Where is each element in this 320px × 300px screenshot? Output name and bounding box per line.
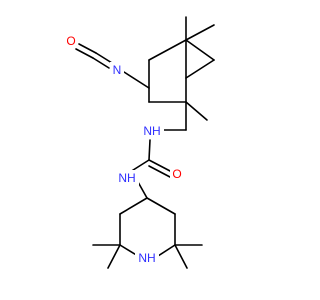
bond-methyl-top-right: [185, 24, 215, 41]
bond-methyl-quaternary: [185, 101, 208, 121]
bond-pip-c5-c4: [146, 197, 176, 215]
atom-o-urea: O: [172, 167, 181, 181]
atom-o-isocyanate: O: [66, 34, 75, 48]
atom-n-isocyanate: N: [113, 63, 122, 77]
atom-labels: O N NH O NH NH: [64, 34, 184, 266]
bond-n-ring: [123, 71, 150, 89]
bond-c-o-urea-a: [148, 159, 173, 173]
bond-nh-c-urea: [148, 139, 151, 161]
bond-methyl-pip-right-b: [174, 244, 188, 269]
molecule-diagram: O N NH O NH NH: [64, 16, 215, 269]
bond-o-c-isocyanate-a: [78, 43, 97, 54]
bond-methyl-pip-left-b: [107, 244, 121, 269]
bond-c-o-urea-b: [148, 165, 171, 178]
bonds: [75, 16, 215, 269]
atom-nh-lower: NH: [118, 171, 135, 185]
bond-o-c-isocyanate-b: [75, 48, 94, 59]
atom-nh-upper: NH: [143, 124, 160, 138]
molecule-svg: O N NH O NH NH: [64, 16, 215, 269]
bond-c-n-isocyanate-a: [95, 52, 113, 64]
bond-pip-c4-c3: [119, 197, 148, 215]
bond-nh-pip-c4: [137, 181, 148, 199]
bond-ring-c2-c3: [148, 39, 187, 61]
bond-pip-n-c6: [157, 244, 176, 257]
atom-nh-ring: NH: [138, 251, 155, 265]
bond-ring-c4b-c5: [185, 59, 215, 79]
bond-c-n-isocyanate-b: [92, 57, 110, 69]
bond-ring-c3-c4-arc: [185, 39, 215, 61]
